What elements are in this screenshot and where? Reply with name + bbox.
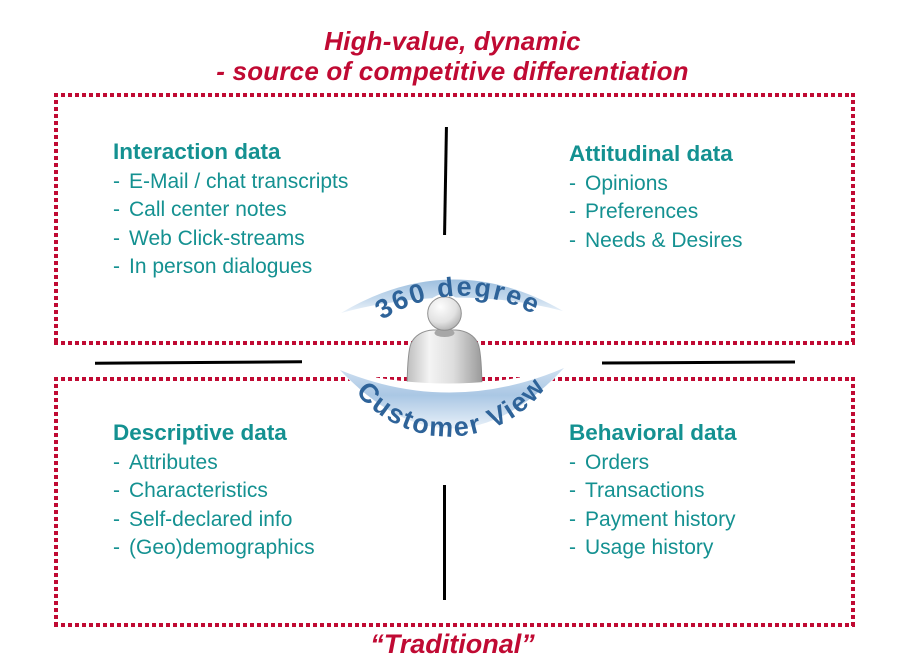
- quadrant-heading: Behavioral data: [569, 420, 737, 445]
- dashed-border-bottom: [54, 623, 855, 627]
- list-item: -Attributes: [113, 449, 315, 478]
- quadrant-attitudinal-data: Attitudinal data -Opinions-Preferences-N…: [569, 140, 743, 255]
- dashed-border-left: [54, 377, 58, 627]
- dashed-border-right: [851, 377, 855, 627]
- quadrant-heading: Descriptive data: [113, 420, 287, 445]
- quadrant-list: -Orders-Transactions-Payment history-Usa…: [569, 449, 737, 563]
- list-item: -Web Click-streams: [113, 225, 348, 254]
- list-item-text: Payment history: [585, 507, 736, 531]
- bullet-dash: -: [113, 169, 120, 193]
- bullet-dash: -: [113, 198, 120, 221]
- bullet-dash: -: [569, 479, 576, 502]
- bullet-dash: -: [113, 450, 120, 474]
- quadrant-heading: Attitudinal data: [569, 141, 733, 166]
- bullet-dash: -: [569, 507, 576, 531]
- middle-separator-line-right: [601, 360, 796, 365]
- list-item-text: Transactions: [585, 479, 705, 502]
- quadrant-heading: Interaction data: [113, 139, 281, 164]
- bullet-dash: -: [113, 226, 120, 250]
- list-item: -Payment history: [569, 506, 737, 535]
- bullet-dash: -: [569, 200, 576, 223]
- list-item-text: Orders: [585, 450, 650, 474]
- list-item-text: Preferences: [585, 200, 699, 223]
- list-item: -Characteristics: [113, 477, 315, 506]
- list-item-text: E-Mail / chat transcripts: [129, 169, 349, 193]
- list-item: -Self-declared info: [113, 506, 315, 535]
- list-item: -Preferences: [569, 198, 743, 227]
- middle-separator-line-left: [94, 360, 303, 365]
- list-item-text: Usage history: [585, 536, 714, 559]
- list-item-text: (Geo)demographics: [129, 536, 315, 559]
- quadrant-list: -Attributes-Characteristics-Self-declare…: [113, 449, 315, 563]
- quadrant-list: -E-Mail / chat transcripts-Call center n…: [113, 168, 348, 282]
- list-item-text: Attributes: [129, 450, 218, 474]
- list-item-text: Web Click-streams: [129, 226, 305, 250]
- list-item: -Opinions: [569, 170, 743, 199]
- bullet-dash: -: [569, 536, 576, 559]
- list-item: -Call center notes: [113, 196, 348, 225]
- bottom-quadrant-divider-line: [443, 485, 446, 600]
- quadrant-behavioral-data: Behavioral data -Orders-Transactions-Pay…: [569, 419, 737, 563]
- list-item-text: Needs & Desires: [585, 228, 743, 252]
- dashed-border-top: [54, 377, 855, 381]
- quadrant-interaction-data: Interaction data -E-Mail / chat transcri…: [113, 138, 348, 282]
- list-item-text: Characteristics: [129, 479, 268, 502]
- bullet-dash: -: [569, 171, 576, 195]
- list-item-text: Call center notes: [129, 198, 287, 221]
- dashed-border-right: [851, 93, 855, 345]
- list-item-text: Opinions: [585, 171, 668, 195]
- bullet-dash: -: [113, 507, 120, 531]
- list-item: -Transactions: [569, 477, 737, 506]
- traditional-label: “Traditional”: [370, 629, 535, 659]
- quadrant-list: -Opinions-Preferences-Needs & Desires: [569, 170, 743, 256]
- list-item-text: In person dialogues: [129, 255, 313, 278]
- title-line-2: - source of competitive differentiation: [216, 56, 689, 86]
- title-line-1: High-value, dynamic: [324, 26, 581, 56]
- bullet-dash: -: [569, 450, 576, 474]
- list-item: -Needs & Desires: [569, 227, 743, 256]
- list-item: -(Geo)demographics: [113, 534, 315, 563]
- bullet-dash: -: [569, 228, 576, 252]
- bullet-dash: -: [113, 536, 120, 559]
- bullet-dash: -: [113, 479, 120, 502]
- list-item-text: Self-declared info: [129, 507, 293, 531]
- list-item: -Usage history: [569, 534, 737, 563]
- quadrant-descriptive-data: Descriptive data -Attributes-Characteris…: [113, 419, 315, 563]
- bullet-dash: -: [113, 255, 120, 278]
- list-item: -E-Mail / chat transcripts: [113, 168, 348, 197]
- dashed-border-left: [54, 93, 58, 345]
- dashed-border-top: [54, 93, 855, 97]
- slide-title: High-value, dynamic - source of competit…: [0, 26, 905, 86]
- list-item: -Orders: [569, 449, 737, 478]
- list-item: -In person dialogues: [113, 253, 348, 282]
- dashed-border-bottom: [54, 341, 855, 345]
